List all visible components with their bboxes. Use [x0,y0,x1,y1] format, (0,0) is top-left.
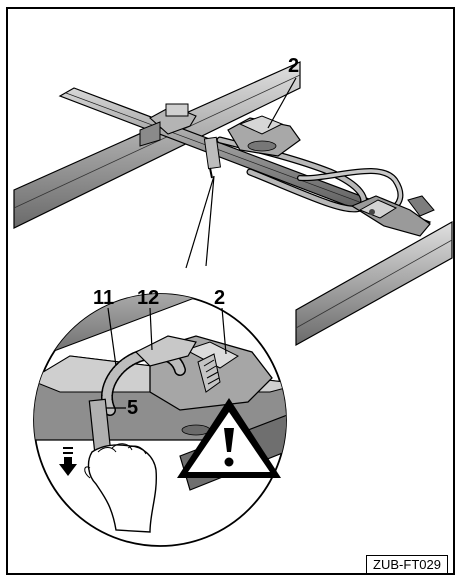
leader-detail-part [221,307,227,355]
bar-clamp-right [350,195,435,237]
roof-bar-front [295,220,453,347]
leader-ratchet-lever [149,307,153,351]
warning-triangle-icon [177,398,281,478]
callout-ratchet-lever: 12 [137,287,160,309]
callout-strap-end: 5 [127,397,139,419]
pull-down-arrow-icon [59,447,77,476]
leader-top-part [267,77,297,129]
frame-holder-top [203,115,301,179]
detail-view [33,293,287,547]
callout-top-part: 2 [288,55,300,77]
callout-detail-part: 2 [214,287,226,309]
leader-strap [107,307,117,367]
detail-leader-right [205,175,215,267]
roof-bar-back [13,61,301,229]
figure-code: ZUB-FT029 [366,555,448,574]
detail-leader-left [185,175,215,269]
hand-icon [84,443,158,533]
callout-strap: 11 [93,287,115,309]
bar-clamp-left [139,103,197,147]
